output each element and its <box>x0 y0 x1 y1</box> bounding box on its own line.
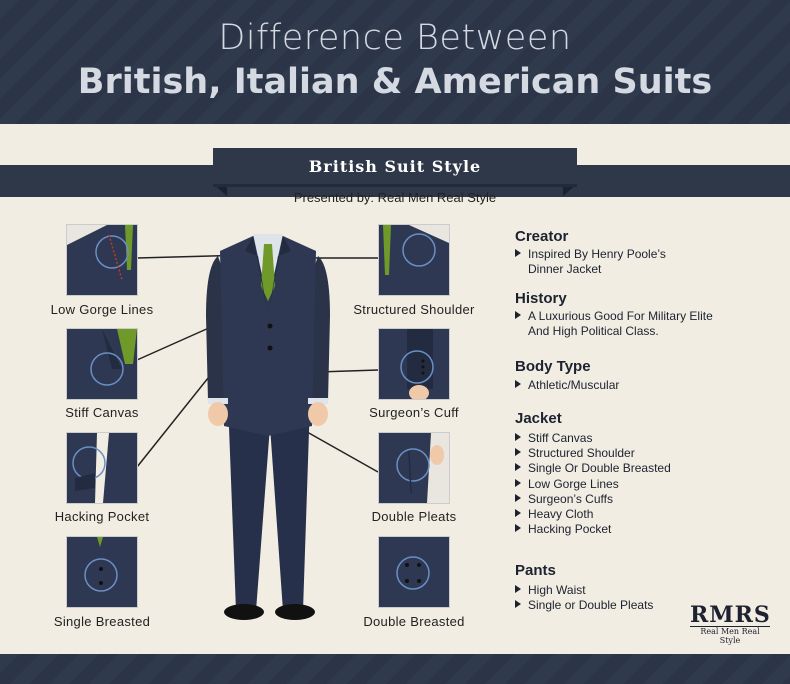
arrow-bullet-icon <box>515 509 521 517</box>
right-shoe <box>275 604 315 620</box>
jacket-item: Heavy Cloth <box>515 507 593 521</box>
style-banner: British Suit Style <box>213 148 577 187</box>
arrow-bullet-icon <box>515 479 521 487</box>
label-hacking-pocket: Hacking Pocket <box>54 509 150 524</box>
thumb-double-pleats <box>378 432 450 504</box>
left-hand <box>208 402 228 426</box>
body-type-item: Athletic/Muscular <box>515 378 619 392</box>
title-line-1: Difference Between <box>218 18 572 58</box>
pants-item: High Waist <box>515 583 586 597</box>
pants-item: Single or Double Pleats <box>515 598 653 612</box>
thumb-low-gorge <box>66 224 138 296</box>
thumb-stiff-canvas <box>66 328 138 400</box>
creator-item: Inspired By Henry Poole’s <box>515 247 666 261</box>
arrow-bullet-icon <box>515 448 521 456</box>
jacket-item: Stiff Canvas <box>515 431 592 445</box>
heading-body-type: Body Type <box>515 358 591 375</box>
creator-item: Dinner Jacket <box>528 262 602 276</box>
logo-mark: RMRS <box>690 602 771 628</box>
jacket-item: Single Or Double Breasted <box>515 461 671 475</box>
tie <box>261 244 275 301</box>
label-double-breasted: Double Breasted <box>363 614 465 629</box>
label-structured-shoulder: Structured Shoulder <box>353 302 475 317</box>
banner-fold-right <box>563 184 577 196</box>
jacket-item: Low Gorge Lines <box>515 477 619 491</box>
arrow-bullet-icon <box>515 494 521 502</box>
title-line-2: British, Italian & American Suits <box>77 62 713 102</box>
heading-creator: Creator <box>515 228 569 245</box>
thumb-hacking-pocket <box>66 432 138 504</box>
history-item: And High Political Class. <box>528 324 659 338</box>
thumb-surgeons-cuff <box>378 328 450 400</box>
footer-band <box>0 654 790 684</box>
rmrs-logo: RMRS Real Men Real Style <box>690 602 770 645</box>
history-item: A Luxurious Good For Military Elite <box>515 309 713 323</box>
label-double-pleats: Double Pleats <box>371 509 457 524</box>
banner-fold-left <box>213 184 227 196</box>
arrow-bullet-icon <box>515 524 521 532</box>
presented-by: Presented by: Real Men Real Style <box>293 190 497 205</box>
label-stiff-canvas: Stiff Canvas <box>65 405 139 420</box>
logo-tagline: Real Men Real Style <box>690 626 770 645</box>
header: Difference Between British, Italian & Am… <box>0 0 790 124</box>
label-single-breasted: Single Breasted <box>53 614 151 629</box>
jacket-item: Surgeon’s Cuffs <box>515 492 613 506</box>
connector-double-pleats <box>299 427 379 473</box>
jacket-item: Hacking Pocket <box>515 522 611 536</box>
thumb-structured-shoulder <box>378 224 450 296</box>
arrow-bullet-icon <box>515 463 521 471</box>
jacket-button <box>267 323 273 329</box>
thumb-single-breasted <box>66 536 138 608</box>
suit-figure <box>206 234 330 620</box>
jacket-item: Structured Shoulder <box>515 446 635 460</box>
style-banner-label: British Suit Style <box>308 157 482 176</box>
label-low-gorge: Low Gorge Lines <box>50 302 154 317</box>
arrow-bullet-icon <box>515 249 521 257</box>
heading-pants: Pants <box>515 562 556 579</box>
arrow-bullet-icon <box>515 380 521 388</box>
arrow-bullet-icon <box>515 311 521 319</box>
thumb-double-breasted <box>378 536 450 608</box>
arrow-bullet-icon <box>515 585 521 593</box>
arrow-bullet-icon <box>515 433 521 441</box>
right-hand <box>308 402 328 426</box>
heading-history: History <box>515 290 567 307</box>
arrow-bullet-icon <box>515 600 521 608</box>
suit-trousers <box>228 401 310 611</box>
jacket-button <box>267 345 273 351</box>
label-surgeons-cuff: Surgeon’s Cuff <box>369 405 459 420</box>
heading-jacket: Jacket <box>515 410 562 427</box>
left-shoe <box>224 604 264 620</box>
jacket-body <box>220 236 316 436</box>
